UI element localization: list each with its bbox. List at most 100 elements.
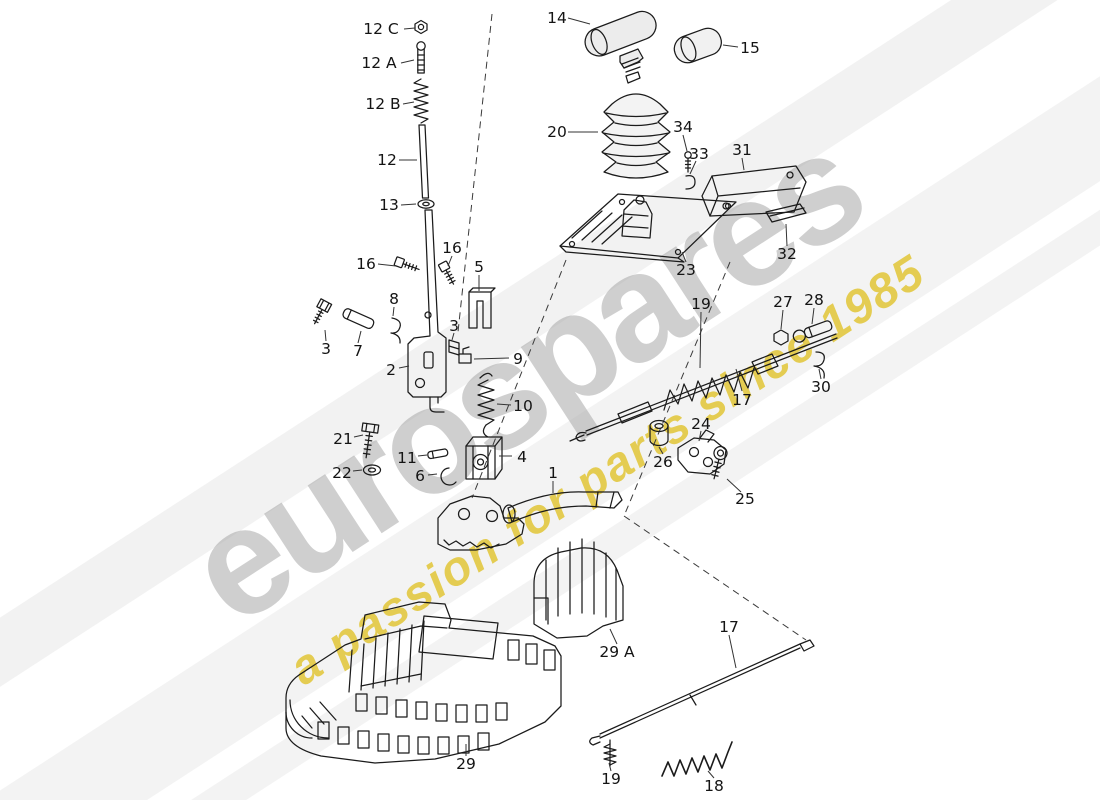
part-15-knob-sleeve[interactable] [671, 25, 725, 67]
part-33-clip[interactable] [685, 175, 696, 190]
part-18-spring[interactable] [661, 741, 733, 777]
part-4-bushing-block[interactable] [465, 436, 503, 480]
part-5-bracket[interactable] [468, 287, 496, 329]
part-label-30[interactable]: 30 [811, 378, 831, 396]
part-12-rod[interactable] [418, 124, 430, 199]
part-6-circlip[interactable] [440, 467, 457, 486]
part-label-10[interactable]: 10 [513, 397, 533, 415]
part-label-1[interactable]: 1 [548, 464, 558, 482]
watermark-band [0, 15, 1100, 800]
part-label-33[interactable]: 33 [689, 145, 709, 163]
leader-line [698, 430, 702, 442]
part-label-31[interactable]: 31 [732, 141, 752, 159]
part-label-20[interactable]: 20 [547, 123, 567, 141]
part-label-21[interactable]: 21 [333, 430, 353, 448]
part-label-29a[interactable]: 29 A [599, 643, 635, 661]
part-32-strip[interactable] [765, 203, 807, 223]
part-29a-cover[interactable] [533, 538, 624, 639]
part-label-23[interactable]: 23 [676, 261, 696, 279]
part-label-19[interactable]: 19 [601, 770, 621, 788]
part-label-32[interactable]: 32 [777, 245, 797, 263]
part-9-clip[interactable] [458, 346, 472, 364]
part-10-spring[interactable] [477, 372, 495, 438]
part-label-14[interactable]: 14 [547, 9, 567, 27]
part-1-shift-lever-base[interactable] [437, 491, 623, 551]
leader-line [353, 434, 364, 438]
part-label-28[interactable]: 28 [804, 291, 824, 309]
projection-lines [457, 13, 807, 641]
part-label-22[interactable]: 22 [332, 464, 352, 482]
part-label-15[interactable]: 15 [740, 39, 760, 57]
part-12b-spring[interactable] [413, 78, 429, 124]
part-label-9[interactable]: 9 [513, 350, 523, 368]
part-22-washer[interactable] [362, 464, 382, 476]
part-16-screw-right[interactable] [437, 260, 457, 286]
part-label-18[interactable]: 18 [704, 777, 724, 795]
part-26-bushing[interactable] [649, 419, 669, 447]
part-30-clip[interactable] [813, 351, 825, 379]
part-label-25[interactable]: 25 [735, 490, 755, 508]
leader-line [496, 403, 512, 406]
part-3-bolt-left[interactable] [309, 298, 333, 327]
part-12c-nut[interactable] [414, 19, 428, 35]
part-11-pin[interactable] [427, 448, 449, 460]
part-28-pin[interactable] [792, 319, 834, 344]
part-29-console[interactable] [285, 601, 562, 764]
part-label-4[interactable]: 4 [517, 448, 527, 466]
part-12a-pin[interactable] [416, 41, 426, 74]
part-8-clip[interactable] [390, 317, 401, 344]
part-label-12a[interactable]: 12 A [361, 54, 397, 72]
leader-line [392, 306, 395, 317]
part-label-12c[interactable]: 12 C [363, 20, 398, 38]
part-label-17[interactable]: 17 [732, 391, 752, 409]
part-label-8[interactable]: 8 [389, 290, 399, 308]
leader-line [400, 59, 415, 64]
part-31-bracket-plate[interactable] [701, 165, 807, 217]
part-19-spring-lower[interactable] [603, 739, 617, 767]
part-34-screw[interactable] [684, 151, 692, 173]
leader-line [400, 203, 417, 206]
part-16-screw-left[interactable] [393, 256, 421, 274]
leader-line [728, 634, 737, 669]
part-19-spring-upper[interactable] [663, 367, 755, 411]
part-label-16[interactable]: 16 [356, 255, 376, 273]
part-17-shift-rod-lower[interactable] [589, 639, 815, 746]
part-7-pin[interactable] [342, 308, 375, 330]
part-14-shift-knob[interactable] [581, 7, 660, 84]
part-label-24[interactable]: 24 [691, 415, 711, 433]
part-label-6[interactable]: 6 [415, 467, 425, 485]
leader-line [780, 309, 784, 330]
part-label-3[interactable]: 3 [321, 340, 331, 358]
part-label-5[interactable]: 5 [474, 258, 484, 276]
leader-line [726, 478, 742, 493]
part-label-29[interactable]: 29 [456, 755, 476, 773]
leader-line [324, 329, 327, 342]
leader-line [699, 311, 702, 369]
part-21-screw[interactable] [358, 422, 380, 459]
part-label-34[interactable]: 34 [673, 118, 693, 136]
part-label-17[interactable]: 17 [719, 618, 739, 636]
part-label-3[interactable]: 3 [449, 317, 459, 335]
part-label-12[interactable]: 12 [377, 151, 397, 169]
part-24-bracket[interactable] [677, 429, 727, 475]
part-27-nut[interactable] [773, 329, 789, 346]
leader-line [707, 770, 715, 779]
part-13-washer[interactable] [417, 199, 435, 209]
part-25-screw[interactable] [708, 445, 729, 480]
part-label-26[interactable]: 26 [653, 453, 673, 471]
part-label-2[interactable]: 2 [386, 361, 396, 379]
part-label-13[interactable]: 13 [379, 196, 399, 214]
part-label-16[interactable]: 16 [442, 239, 462, 257]
part-label-11[interactable]: 11 [397, 449, 417, 467]
leader-line [689, 160, 697, 175]
part-label-12b[interactable]: 12 B [365, 95, 400, 113]
part-23-shift-base[interactable] [559, 193, 737, 263]
part-label-7[interactable]: 7 [353, 342, 363, 360]
part-label-27[interactable]: 27 [773, 293, 793, 311]
part-label-19[interactable]: 19 [691, 295, 711, 313]
part-20-shift-boot[interactable] [601, 93, 671, 179]
leader-line [357, 330, 362, 344]
part-2-shift-lever[interactable] [407, 209, 447, 413]
